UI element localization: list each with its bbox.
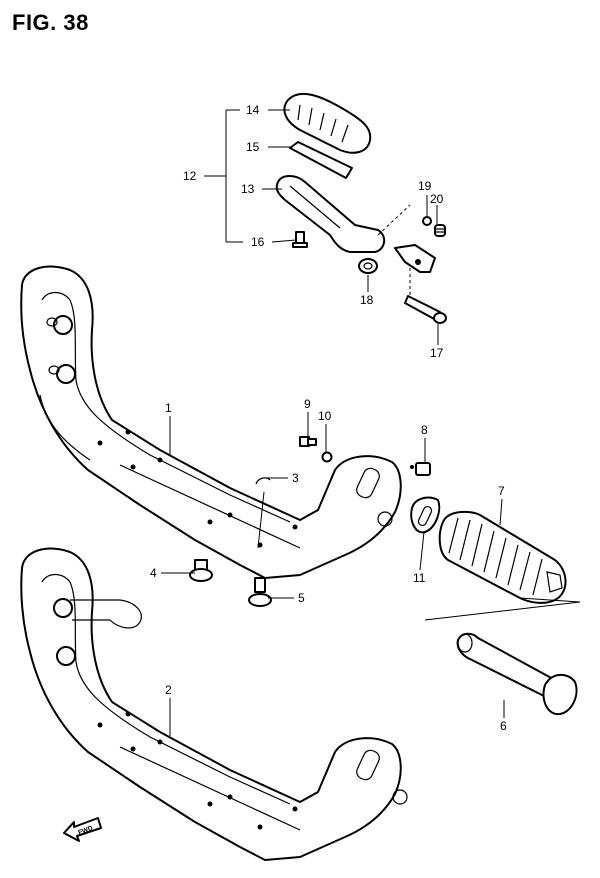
callout-2: 2 xyxy=(165,683,172,697)
callout-16: 16 xyxy=(251,235,265,249)
callout-1: 1 xyxy=(165,401,172,415)
footpeg-holder-bracket xyxy=(394,244,436,273)
callout-20: 20 xyxy=(430,192,444,206)
fwd-arrow-icon: FWD xyxy=(63,817,102,842)
pin-8 xyxy=(410,462,431,476)
screw-16 xyxy=(292,231,308,248)
callout-13: 13 xyxy=(241,182,255,196)
bolt-4 xyxy=(189,559,213,582)
bracket-bosses xyxy=(46,315,76,384)
callout-labels: 14 15 12 13 16 19 20 18 17 1 9 10 8 3 7 … xyxy=(150,103,507,733)
callout-8: 8 xyxy=(421,423,428,437)
callout-12: 12 xyxy=(183,169,197,183)
callout-17: 17 xyxy=(430,346,444,360)
callout-10: 10 xyxy=(318,409,332,423)
callout-18: 18 xyxy=(360,293,374,307)
washer-18 xyxy=(358,258,378,274)
figure-title: FIG. 38 xyxy=(12,10,89,35)
footpeg-base-13 xyxy=(275,175,386,253)
ball-19 xyxy=(422,216,432,226)
pin-17 xyxy=(404,295,447,324)
bracket-part-2 xyxy=(20,547,408,861)
nut-10 xyxy=(321,451,333,463)
callout-4: 4 xyxy=(150,566,157,580)
callout-14: 14 xyxy=(246,103,260,117)
footpeg-rubber-14 xyxy=(283,92,372,154)
callout-15: 15 xyxy=(246,140,260,154)
callout-7: 7 xyxy=(498,484,505,498)
footpeg-plate-15 xyxy=(289,141,353,179)
callout-11: 11 xyxy=(413,571,426,585)
callout-9: 9 xyxy=(304,397,311,411)
footpeg-pin-6 xyxy=(456,632,578,716)
fwd-label: FWD xyxy=(77,825,94,837)
bracket-holes xyxy=(97,429,298,548)
clip-3 xyxy=(255,477,271,485)
callout-3: 3 xyxy=(292,471,299,485)
callout-6: 6 xyxy=(500,719,507,733)
washer-11 xyxy=(410,496,441,534)
bracket-part-1 xyxy=(20,265,402,579)
callout-19: 19 xyxy=(418,179,432,193)
footpeg-rubber-7 xyxy=(438,510,567,604)
leader-lines xyxy=(161,109,505,736)
spring-20 xyxy=(434,224,446,237)
callout-5: 5 xyxy=(298,591,305,605)
bolt-5 xyxy=(248,577,272,607)
bolt-9 xyxy=(299,436,317,447)
